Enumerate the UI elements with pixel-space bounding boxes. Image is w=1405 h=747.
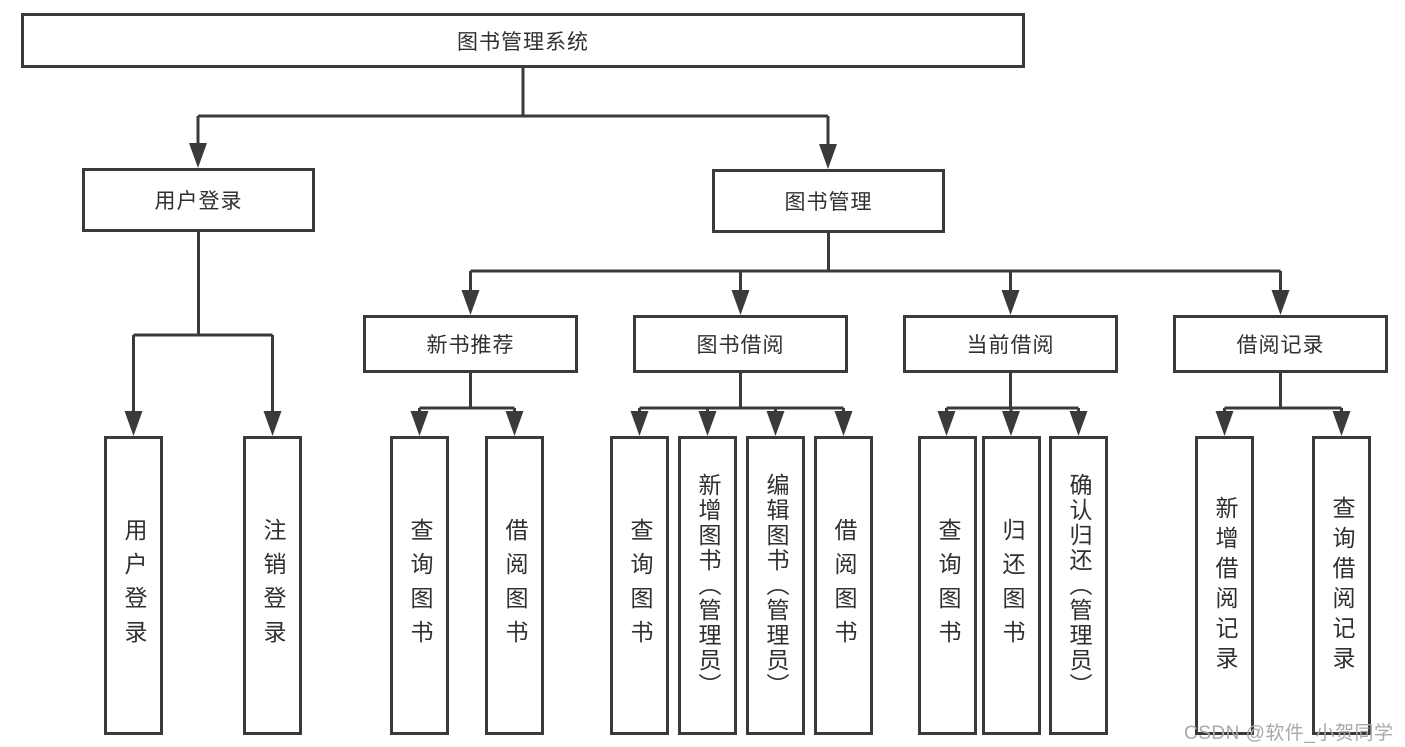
leaf-add-books-admin: 新增图书（管理员） bbox=[678, 436, 737, 735]
leaf-query-books-current: 查询图书 bbox=[918, 436, 977, 735]
node-library-system: 图书管理系统 bbox=[21, 13, 1025, 68]
node-book-management: 图书管理 bbox=[712, 169, 945, 233]
csdn-watermark: CSDN @软件_小贺同学 bbox=[1184, 723, 1394, 744]
node-new-book-recommend: 新书推荐 bbox=[363, 315, 578, 373]
leaf-query-borrow-record: 查询借阅记录 bbox=[1312, 436, 1371, 735]
node-user-login: 用户登录 bbox=[82, 168, 315, 232]
leaf-edit-books-admin: 编辑图书（管理员） bbox=[746, 436, 805, 735]
leaf-add-borrow-record: 新增借阅记录 bbox=[1195, 436, 1254, 735]
leaf-query-books-recommend: 查询图书 bbox=[390, 436, 449, 735]
leaf-confirm-return-admin: 确认归还（管理员） bbox=[1049, 436, 1108, 735]
node-book-borrow: 图书借阅 bbox=[633, 315, 848, 373]
node-current-borrow: 当前借阅 bbox=[903, 315, 1118, 373]
leaf-logout: 注销登录 bbox=[243, 436, 302, 735]
leaf-query-books-borrow: 查询图书 bbox=[610, 436, 669, 735]
leaf-user-login: 用户登录 bbox=[104, 436, 163, 735]
leaf-return-books: 归还图书 bbox=[982, 436, 1041, 735]
node-borrow-records: 借阅记录 bbox=[1173, 315, 1388, 373]
leaf-borrow-books: 借阅图书 bbox=[814, 436, 873, 735]
leaf-borrow-books-recommend: 借阅图书 bbox=[485, 436, 544, 735]
